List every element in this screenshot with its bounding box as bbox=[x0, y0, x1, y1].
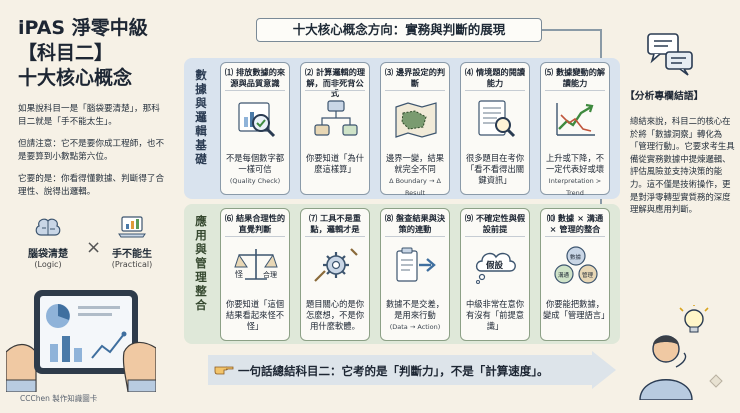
comm-label: 溝通 bbox=[558, 271, 570, 279]
laptop-chart-icon bbox=[118, 216, 146, 238]
logic-practical-pair: 腦袋清楚 (Logic) × 手不能生 (Practical) bbox=[18, 215, 168, 275]
connector-arrow-top bbox=[542, 29, 602, 31]
analysis-text: 總結來說，科目二的核心在於將「數據洞察」轉化為「管理行動」。它要求考生具備從實務… bbox=[630, 116, 735, 215]
intro-paragraph-2: 但請注意：它不是要你成工程師，也不是要算到小數點第六位。 bbox=[18, 139, 165, 162]
thinking-person-lightbulb-icon bbox=[639, 305, 723, 400]
card-7-desc-text: 題目關心的是你怎麼想，不是你用什麼軟體。 bbox=[305, 299, 365, 331]
mgmt-label: 管理 bbox=[582, 271, 594, 279]
pointing-hand-icon bbox=[214, 366, 234, 375]
card-9-desc: 中級非常在意你有沒有「前提意識」 bbox=[463, 299, 527, 332]
card-1-desc: 不是每個數字都一樣可信 (Quality Check) bbox=[223, 153, 287, 187]
card-3-title: ⑶ 邊界設定的判斷 bbox=[384, 67, 446, 88]
ok-label: 合理 bbox=[263, 270, 277, 279]
trend-chart-icon bbox=[556, 103, 595, 136]
clipboard-arrow-icon bbox=[396, 247, 436, 282]
analysis-heading: 【分析專欄結語】 bbox=[625, 91, 704, 102]
thought-cloud-icon: 假設 bbox=[475, 252, 516, 284]
gear-tools-icon bbox=[314, 248, 358, 282]
card-6-desc: 你要知道「這個結果看起來怪不怪」 bbox=[223, 299, 287, 332]
card-8-desc-text: 數據不是交差，是用來行動 bbox=[385, 299, 445, 320]
card-2-title: ⑵ 計算邏輯的理解，而非死背公式 bbox=[304, 67, 366, 98]
logic-item: 腦袋清楚 (Logic) bbox=[18, 215, 78, 269]
concept-card-7: ⑺ 工具不是重點，邏輯才是 題目關心的是你怎麼想，不是你用什麼軟體。 bbox=[300, 208, 370, 341]
logic-label: 腦袋清楚 bbox=[28, 249, 68, 260]
brain-icon bbox=[35, 218, 61, 236]
practical-item: 手不能生 (Practical) bbox=[102, 215, 162, 269]
card-5-desc-en: Interpretation > Trend bbox=[548, 177, 602, 197]
concept-card-6: ⑹ 結果合理性的直覺判斷 怪 合理 你要知道「這個結果看起來怪不怪」 bbox=[220, 208, 290, 341]
practical-sub: (Practical) bbox=[111, 260, 153, 269]
times-symbol: × bbox=[86, 237, 102, 258]
credit-text: CCChen 製作知識圖卡 bbox=[20, 394, 98, 403]
card-10-desc: 你要能把數據，變成「管理語言」 bbox=[543, 299, 610, 321]
chat-bubbles-icon bbox=[647, 33, 693, 76]
assume-label: 假設 bbox=[486, 260, 504, 271]
card-8-title: ⑻ 盤查結果與決策的連動 bbox=[384, 213, 446, 234]
concept-card-3: ⑶ 邊界設定的判斷 邊界一變，結果就完全不同 Δ Boundary → Δ Re… bbox=[380, 62, 450, 197]
summary-text: 一句話總結科目二：它考的是「判斷力」，不是「計算速度」。 bbox=[238, 364, 549, 378]
practical-label: 手不能生 bbox=[112, 249, 152, 260]
card-5-desc-text: 上升或下降，不一定代表好或壞 bbox=[545, 153, 605, 174]
concept-card-2: ⑵ 計算邏輯的理解，而非死背公式 你要知道「為什麼這樣算」 bbox=[300, 62, 370, 195]
concept-card-5: ⑸ 數據變動的解讀能力 上升或下降，不一定代表好或壞 Interpretatio… bbox=[540, 62, 610, 197]
card-6-title: ⑹ 結果合理性的直覺判斷 bbox=[224, 213, 286, 234]
card-6-desc-text: 你要知道「這個結果看起來怪不怪」 bbox=[225, 299, 285, 331]
document-magnifier-icon bbox=[478, 100, 516, 138]
main-title: 十大核心概念方向：實務與判斷的展現 bbox=[256, 18, 542, 42]
logic-sub: (Logic) bbox=[34, 260, 62, 269]
card-10-title: ⑽ 數據 × 溝通 × 管理的整合 bbox=[546, 213, 604, 234]
card-4-title: ⑷ 情境題的閱讀能力 bbox=[464, 67, 526, 88]
card-9-title: ⑼ 不確定性與假設前提 bbox=[464, 213, 526, 234]
card-8-desc: 數據不是交差，是用來行動 (Data → Action) bbox=[383, 299, 447, 333]
card-7-title: ⑺ 工具不是重點，邏輯才是 bbox=[309, 213, 361, 234]
flowchart-icon bbox=[314, 100, 358, 136]
card-2-desc-text: 你要知道「為什麼這樣算」 bbox=[305, 153, 365, 174]
card-9-desc-text: 中級非常在意你有沒有「前提意識」 bbox=[465, 299, 525, 331]
card-10-desc-text: 你要能把數據，變成「管理語言」 bbox=[543, 299, 610, 320]
card-5-title: ⑸ 數據變動的解讀能力 bbox=[544, 67, 606, 88]
concept-card-1: ⑴ 排放數據的來源與品質意識 不是每個數字都一樣可信 (Quality Chec… bbox=[220, 62, 290, 195]
card-4-desc-text: 很多題目在考你「看不看得出關鍵資訊」 bbox=[465, 153, 525, 185]
row1-label: 數據與邏輯基礎 bbox=[195, 68, 207, 166]
summary-banner: 一句話總結科目二：它考的是「判斷力」，不是「計算速度」。 bbox=[208, 351, 618, 389]
card-5-desc: 上升或下降，不一定代表好或壞 Interpretation > Trend bbox=[543, 153, 607, 199]
card-1-desc-text: 不是每個數字都一樣可信 bbox=[225, 153, 285, 174]
card-1-title: ⑴ 排放數據的來源與品質意識 bbox=[224, 67, 286, 88]
intro-paragraph-3: 它要的是：你看得懂數據、判斷得了合理性、說得出邏輯。 bbox=[18, 174, 165, 197]
title-line-1: iPAS 淨零中級 bbox=[18, 17, 148, 39]
three-gears-icon: 數據 溝通 管理 bbox=[554, 246, 598, 284]
row-data-logic: 數據與邏輯基礎 ⑴ 排放數據的來源與品質意識 不是每個數字都一樣可信 (Qual… bbox=[184, 58, 620, 199]
data-label: 數據 bbox=[570, 253, 582, 261]
row-application-management: 應用與管理整合 ⑹ 結果合理性的直覺判斷 怪 合理 你要知道「這個結果看起來怪不… bbox=[184, 204, 620, 344]
row2-label: 應用與管理整合 bbox=[195, 214, 207, 312]
title-line-3: 十大核心概念 bbox=[18, 67, 133, 89]
main-panel: 十大核心概念方向：實務與判斷的展現 數據與邏輯基礎 ⑴ 排放數據的來源與品質意識… bbox=[178, 8, 620, 408]
intro-paragraph-1: 如果說科目一是「腦袋要清楚」，那科目二就是「手不能太生」。 bbox=[18, 104, 160, 127]
card-2-desc: 你要知道「為什麼這樣算」 bbox=[303, 153, 367, 175]
concept-card-9: ⑼ 不確定性與假設前提 假設 中級非常在意你有沒有「前提意識」 bbox=[460, 208, 530, 341]
card-8-desc-en: (Data → Action) bbox=[389, 323, 441, 331]
card-4-desc: 很多題目在考你「看不看得出關鍵資訊」 bbox=[463, 153, 527, 186]
balance-scale-icon: 怪 合理 bbox=[234, 249, 278, 280]
weird-label: 怪 bbox=[235, 269, 243, 279]
concept-card-8: ⑻ 盤查結果與決策的連動 數據不是交差，是用來行動 (Data → Action… bbox=[380, 208, 450, 341]
left-panel: iPAS 淨零中級 【科目二】 十大核心概念 如果說科目一是「腦袋要清楚」，那科… bbox=[0, 0, 180, 413]
magnifier-chart-icon bbox=[238, 102, 276, 138]
card-3-desc-en: Δ Boundary → Δ Result bbox=[389, 177, 441, 197]
card-3-desc-text: 邊界一變，結果就完全不同 bbox=[385, 153, 445, 174]
concept-card-4: ⑷ 情境題的閱讀能力 很多題目在考你「看不看得出關鍵資訊」 bbox=[460, 62, 530, 195]
title-line-2: 【科目二】 bbox=[18, 42, 114, 64]
right-panel: 【分析專欄結語】 總結來說，科目二的核心在於將「數據洞察」轉化為「管理行動」。它… bbox=[616, 0, 740, 413]
card-3-desc: 邊界一變，結果就完全不同 Δ Boundary → Δ Result bbox=[383, 153, 447, 199]
card-1-desc-en: (Quality Check) bbox=[229, 177, 281, 185]
tablet-hands-illustration bbox=[6, 290, 156, 392]
map-boundary-icon bbox=[395, 102, 437, 138]
card-7-desc: 題目關心的是你怎麼想，不是你用什麼軟體。 bbox=[303, 299, 367, 332]
concept-card-10: ⑽ 數據 × 溝通 × 管理的整合 數據 溝通 管理 你要能把數據，變成「管理語… bbox=[540, 208, 610, 341]
